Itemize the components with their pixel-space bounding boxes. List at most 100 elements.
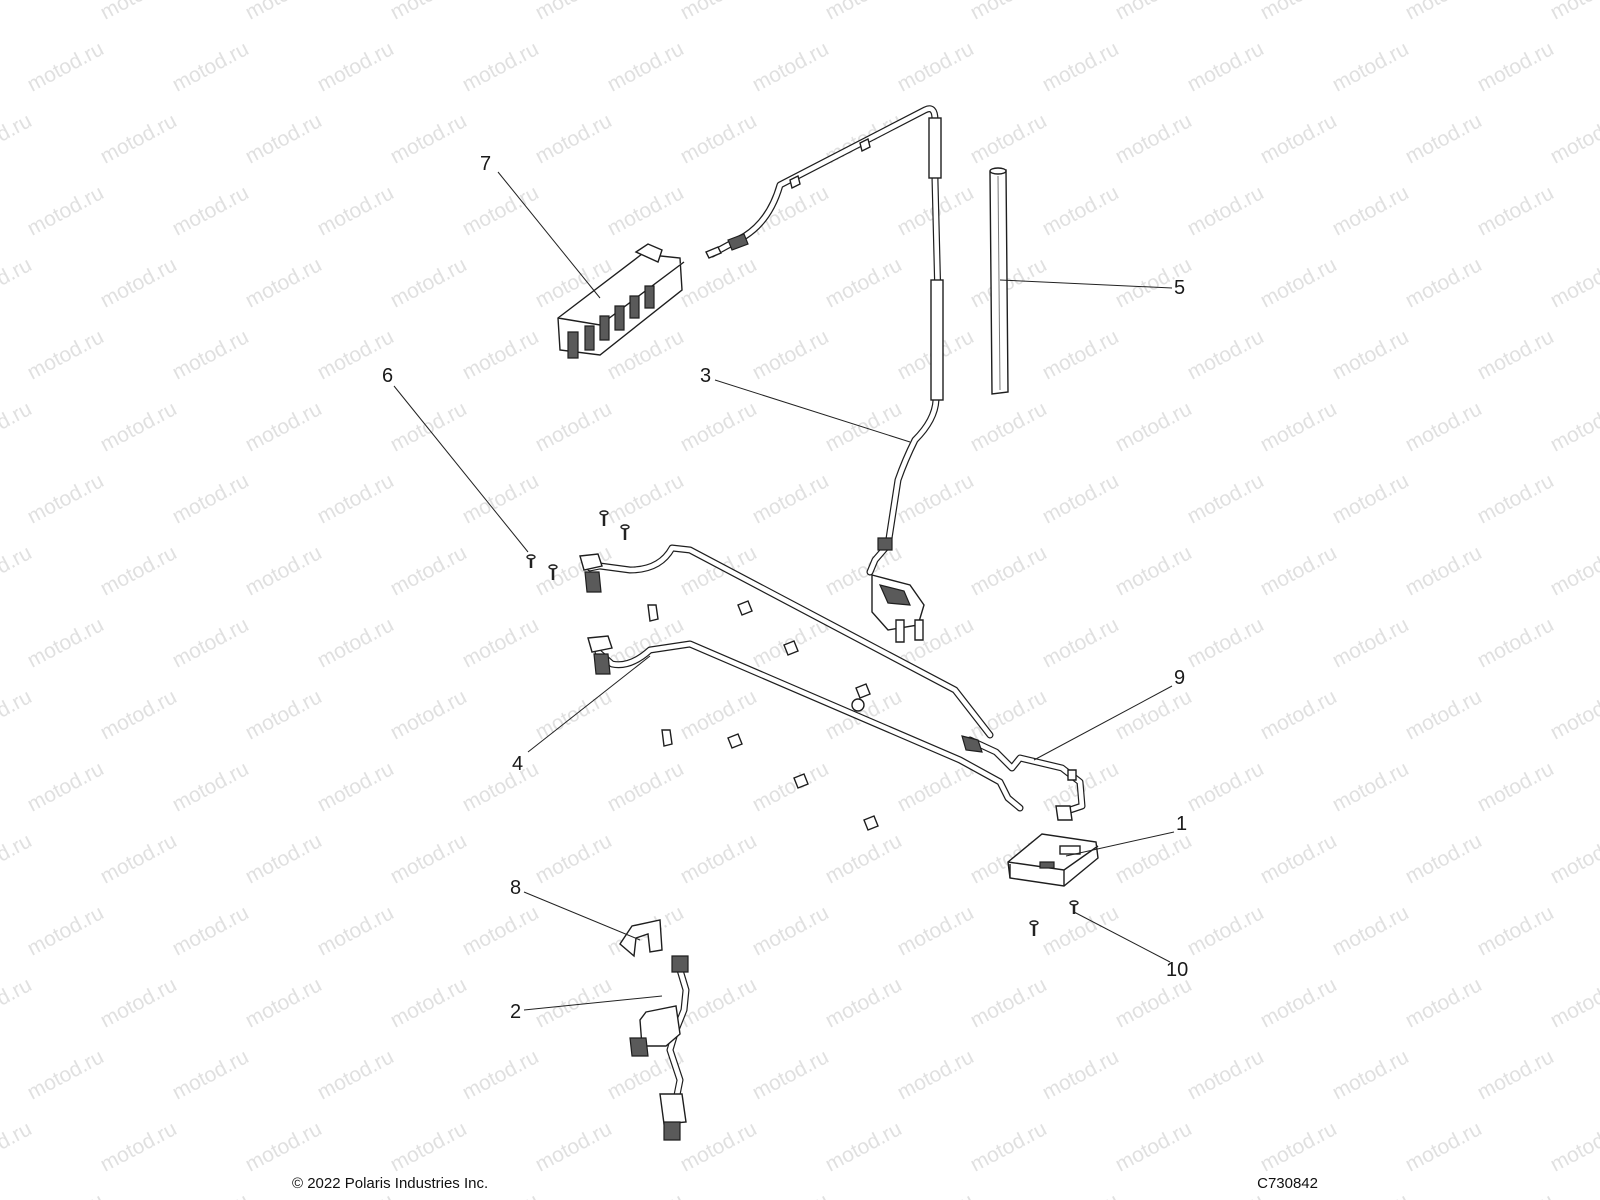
watermark-text: motod.ru <box>169 1189 253 1200</box>
part-2-sensor-harness <box>629 955 690 1141</box>
watermark-text: motod.ru <box>459 613 543 672</box>
watermark-text: motod.ru <box>1402 685 1486 744</box>
watermark-text: motod.ru <box>314 613 398 672</box>
callout-9: 9 <box>1174 667 1185 689</box>
screw-icon <box>526 554 536 568</box>
watermark-text: motod.ru <box>822 1117 906 1176</box>
watermark-text: motod.ru <box>242 397 326 456</box>
callout-4: 4 <box>512 753 523 775</box>
watermark-text: motod.ru <box>97 1117 181 1176</box>
watermark-text: motod.ru <box>314 901 398 960</box>
watermark-text: motod.ru <box>169 757 253 816</box>
watermark-text: motod.ru <box>532 541 616 600</box>
watermark-text: motod.ru <box>1402 541 1486 600</box>
watermark-text: motod.ru <box>1112 829 1196 888</box>
watermark-text: motod.ru <box>314 757 398 816</box>
watermark-text: motod.ru <box>532 397 616 456</box>
watermark-text: motod.ru <box>1184 613 1268 672</box>
part-1-control-module <box>1007 833 1099 887</box>
watermark-text: motod.ru <box>677 973 761 1032</box>
watermark-text: motod.ru <box>242 685 326 744</box>
watermark-text: motod.ru <box>677 0 761 24</box>
callouts: 7 5 3 6 4 9 1 10 8 2 <box>382 153 1188 1023</box>
watermark-text: motod.ru <box>677 253 761 312</box>
watermark-text: motod.ru <box>1329 469 1413 528</box>
watermark-text: motod.ru <box>749 1045 833 1104</box>
watermark-text: motod.ru <box>1547 1117 1600 1176</box>
watermark-text: motod.ru <box>1474 1045 1558 1104</box>
watermark-text: motod.ru <box>1112 0 1196 24</box>
watermark-text: motod.ru <box>1474 469 1558 528</box>
watermark-text: motod.ru <box>1547 109 1600 168</box>
watermark-text: motod.ru <box>169 901 253 960</box>
part-4-upper-harness <box>579 544 994 739</box>
watermark-text: motod.ru <box>1184 37 1268 96</box>
watermark-text: motod.ru <box>894 1189 978 1200</box>
watermark-text: motod.ru <box>749 469 833 528</box>
watermark-text: motod.ru <box>242 1117 326 1176</box>
part-3-harness <box>705 105 944 643</box>
watermark-text: motod.ru <box>1039 325 1123 384</box>
watermark-text: motod.ru <box>24 37 108 96</box>
watermark-text: motod.ru <box>0 685 36 744</box>
watermark-text: motod.ru <box>967 253 1051 312</box>
watermark-text: motod.ru <box>0 541 36 600</box>
watermark-text: motod.ru <box>749 37 833 96</box>
leader-4 <box>527 655 651 753</box>
watermark-text: motod.ru <box>1474 613 1558 672</box>
leader-3 <box>714 379 911 443</box>
watermark-text: motod.ru <box>894 469 978 528</box>
watermark-text: motod.ru <box>532 685 616 744</box>
watermark-text: motod.ru <box>1257 829 1341 888</box>
watermark-text: motod.ru <box>749 181 833 240</box>
watermark-text: motod.ru <box>894 1045 978 1104</box>
watermark-text: motod.ru <box>1402 397 1486 456</box>
part-9-short-harness <box>961 735 1086 821</box>
watermark-text: motod.ru <box>1184 325 1268 384</box>
watermark-text: motod.ru <box>1329 901 1413 960</box>
watermark-text: motod.ru <box>894 37 978 96</box>
watermark-text: motod.ru <box>97 973 181 1032</box>
watermark-text: motod.ru <box>24 1045 108 1104</box>
watermark-text: motod.ru <box>1257 109 1341 168</box>
watermark-text: motod.ru <box>1402 253 1486 312</box>
watermark-text: motod.ru <box>749 901 833 960</box>
watermark-text: motod.ru <box>1547 541 1600 600</box>
watermark-text: motod.ru <box>967 1117 1051 1176</box>
part-5-conduit-tube <box>989 167 1009 395</box>
watermark-text: motod.ru <box>242 829 326 888</box>
watermark-text: motod.ru <box>24 901 108 960</box>
watermark-text: motod.ru <box>169 613 253 672</box>
leader-8 <box>523 891 641 941</box>
watermark-text: motod.ru <box>1329 181 1413 240</box>
watermark-text: motod.ru <box>604 1189 688 1200</box>
part-6-screws <box>526 510 630 580</box>
watermark-text: motod.ru <box>532 829 616 888</box>
watermark-text: motod.ru <box>1257 1117 1341 1176</box>
watermark-text: motod.ru <box>459 1045 543 1104</box>
watermark-text: motod.ru <box>314 181 398 240</box>
watermark-text: motod.ru <box>97 253 181 312</box>
watermark-text: motod.ru <box>387 829 471 888</box>
callout-10: 10 <box>1166 959 1188 981</box>
watermark-text: motod.ru <box>1547 397 1600 456</box>
watermark-text: motod.ru <box>1039 1189 1123 1200</box>
watermark-text: motod.ru <box>97 541 181 600</box>
watermark-text: motod.ru <box>0 1117 36 1176</box>
watermark-text: motod.ru <box>1184 1045 1268 1104</box>
watermark-text: motod.ru <box>169 181 253 240</box>
watermark-text: motod.ru <box>532 0 616 24</box>
watermark-text: motod.ru <box>532 973 616 1032</box>
callout-1: 1 <box>1176 813 1187 835</box>
watermark-text: motod.ru <box>242 541 326 600</box>
watermark-text: motod.ru <box>24 469 108 528</box>
watermark-text: motod.ru <box>894 901 978 960</box>
watermark-text: motod.ru <box>0 397 36 456</box>
watermark-text: motod.ru <box>1402 829 1486 888</box>
watermark-text: motod.ru <box>1474 325 1558 384</box>
watermark-text: motod.ru <box>242 109 326 168</box>
watermark-text: motod.ru <box>0 829 36 888</box>
watermark-text: motod.ru <box>169 37 253 96</box>
watermark-text: motod.ru <box>0 109 36 168</box>
